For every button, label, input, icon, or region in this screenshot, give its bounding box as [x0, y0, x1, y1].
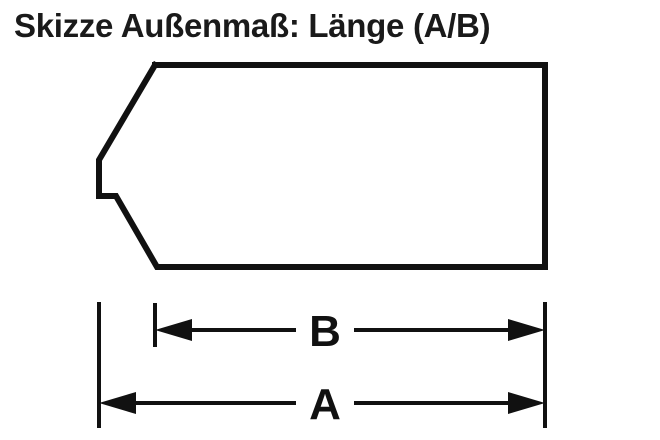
dimension-a-arrowhead-left [99, 392, 136, 414]
dimension-b-arrowhead-left [155, 319, 192, 341]
dimension-a-arrowhead-right [508, 392, 545, 414]
dimension-b-label: B [309, 307, 341, 356]
dimension-a-label: A [309, 380, 341, 429]
profile-outline-shape [96, 60, 548, 270]
page-title: Skizze Außenmaß: Länge (A/B) [14, 7, 491, 44]
dimension-b-arrowhead-right [508, 319, 545, 341]
